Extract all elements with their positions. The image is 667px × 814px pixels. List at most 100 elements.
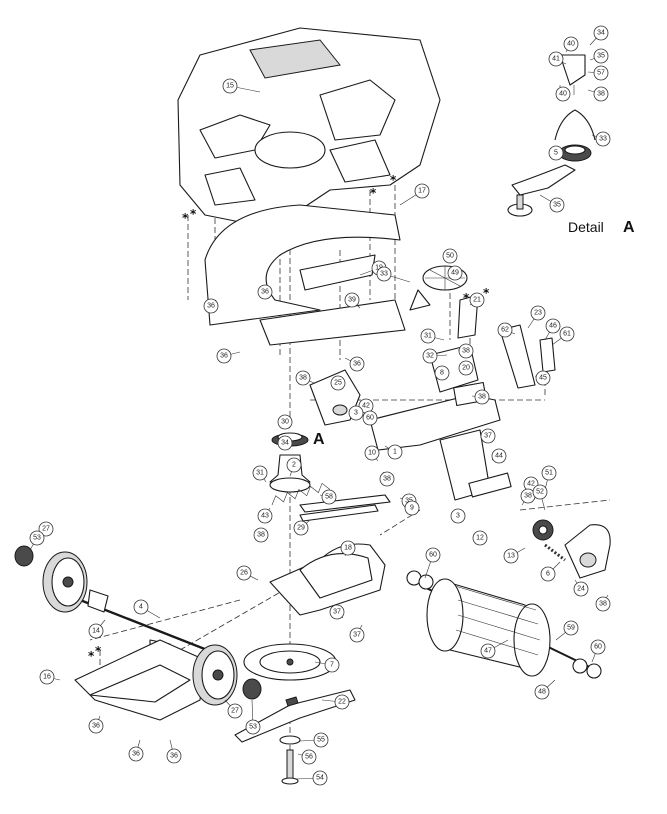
callout-bubble	[364, 445, 380, 461]
callout-number: 59	[567, 625, 575, 632]
callout-number: 24	[577, 586, 585, 593]
callout-bubble	[379, 471, 395, 487]
callout-38: 38	[458, 343, 474, 359]
callout-37: 37	[329, 604, 345, 620]
callout-bubble	[166, 748, 182, 764]
callout-31: 31	[252, 465, 268, 481]
callout-number: 38	[257, 532, 265, 539]
callout-bubble	[313, 732, 329, 748]
callout-bubble	[227, 703, 243, 719]
callout-number: 38	[524, 493, 532, 500]
callout-bubble	[330, 375, 346, 391]
callout-number: 61	[563, 331, 571, 338]
callout-51: 51	[541, 465, 557, 481]
callout-bubble	[530, 305, 546, 321]
callout-bubble	[434, 365, 450, 381]
callout-14: 14	[88, 623, 104, 639]
callout-bubble	[535, 370, 551, 386]
callout-56: 56	[301, 749, 317, 765]
callout-bubble	[540, 566, 556, 582]
callout-number: 22	[338, 699, 346, 706]
callout-3: 3	[450, 508, 466, 524]
callout-bubble	[425, 547, 441, 563]
callout-number: 16	[43, 674, 51, 681]
star-marker: *	[190, 207, 197, 221]
callout-36: 36	[257, 284, 273, 300]
callout-number: 36	[132, 751, 140, 758]
callout-35: 35	[549, 197, 565, 213]
callout-47: 47	[480, 643, 496, 659]
callout-number: 40	[559, 91, 567, 98]
callout-39: 39	[344, 292, 360, 308]
callout-number: 33	[599, 136, 607, 143]
deck-part	[204, 204, 406, 346]
detail-caption: Detail A	[568, 219, 635, 236]
callout-number: 60	[366, 415, 374, 422]
blade-bolt-part	[279, 735, 301, 785]
callout-bubble	[404, 500, 420, 516]
callout-number: 45	[539, 375, 547, 382]
callout-bubble	[277, 435, 293, 451]
callout-number: 29	[297, 525, 305, 532]
callout-number: 53	[249, 724, 257, 731]
callout-number: 40	[567, 41, 575, 48]
callout-bubble	[349, 356, 365, 372]
callout-bubble	[420, 328, 436, 344]
callout-number: 48	[538, 689, 546, 696]
callout-36: 36	[216, 348, 232, 364]
callout-45: 45	[535, 370, 551, 386]
lever-part	[299, 494, 391, 522]
callout-48: 48	[534, 684, 550, 700]
callout-38: 38	[595, 596, 611, 612]
callout-bubble	[474, 389, 490, 405]
callout-36: 36	[203, 298, 219, 314]
callout-bubble	[548, 51, 564, 67]
callout-38: 38	[474, 389, 490, 405]
callout-number: 60	[429, 552, 437, 559]
callout-number: 6	[546, 571, 550, 578]
callout-number: 46	[549, 323, 557, 330]
callout-bubble	[245, 719, 261, 735]
callout-25: 25	[330, 375, 346, 391]
callout-bubble	[334, 694, 350, 710]
star-marker: *	[95, 644, 102, 658]
callout-49: 49	[447, 265, 463, 281]
callout-3: 3	[348, 405, 364, 421]
callout-10: 10	[364, 445, 380, 461]
callout-bubble	[532, 484, 548, 500]
callout-12: 12	[472, 530, 488, 546]
callout-number: 39	[348, 297, 356, 304]
callout-number: 34	[281, 440, 289, 447]
callout-bubble	[348, 405, 364, 421]
callout-37: 37	[349, 627, 365, 643]
callout-bubble	[128, 746, 144, 762]
callout-4: 4	[133, 599, 149, 615]
callout-32: 32	[422, 348, 438, 364]
callout-number: 36	[353, 361, 361, 368]
callout-number: 32	[426, 353, 434, 360]
callout-bubble	[257, 508, 273, 524]
callout-bubble	[295, 370, 311, 386]
callout-41: 41	[548, 51, 564, 67]
callout-number: 53	[33, 535, 41, 542]
callout-number: 10	[368, 450, 376, 457]
callout-36: 36	[88, 718, 104, 734]
washer-60-part	[406, 570, 602, 679]
callout-bubble	[541, 465, 557, 481]
callout-number: 41	[552, 56, 560, 63]
callout-34: 34	[593, 25, 609, 41]
callout-33: 33	[376, 266, 392, 282]
callout-bubble	[593, 65, 609, 81]
callout-46: 46	[545, 318, 561, 334]
star-marker: *	[390, 173, 397, 187]
callout-50: 50	[442, 248, 458, 264]
callout-bubble	[321, 489, 337, 505]
callout-number: 38	[383, 476, 391, 483]
callout-number: 50	[446, 253, 454, 260]
callout-bubble	[593, 86, 609, 102]
callout-number: 27	[231, 708, 239, 715]
callout-38: 38	[253, 527, 269, 543]
callout-24: 24	[573, 581, 589, 597]
callout-bubble	[133, 599, 149, 615]
